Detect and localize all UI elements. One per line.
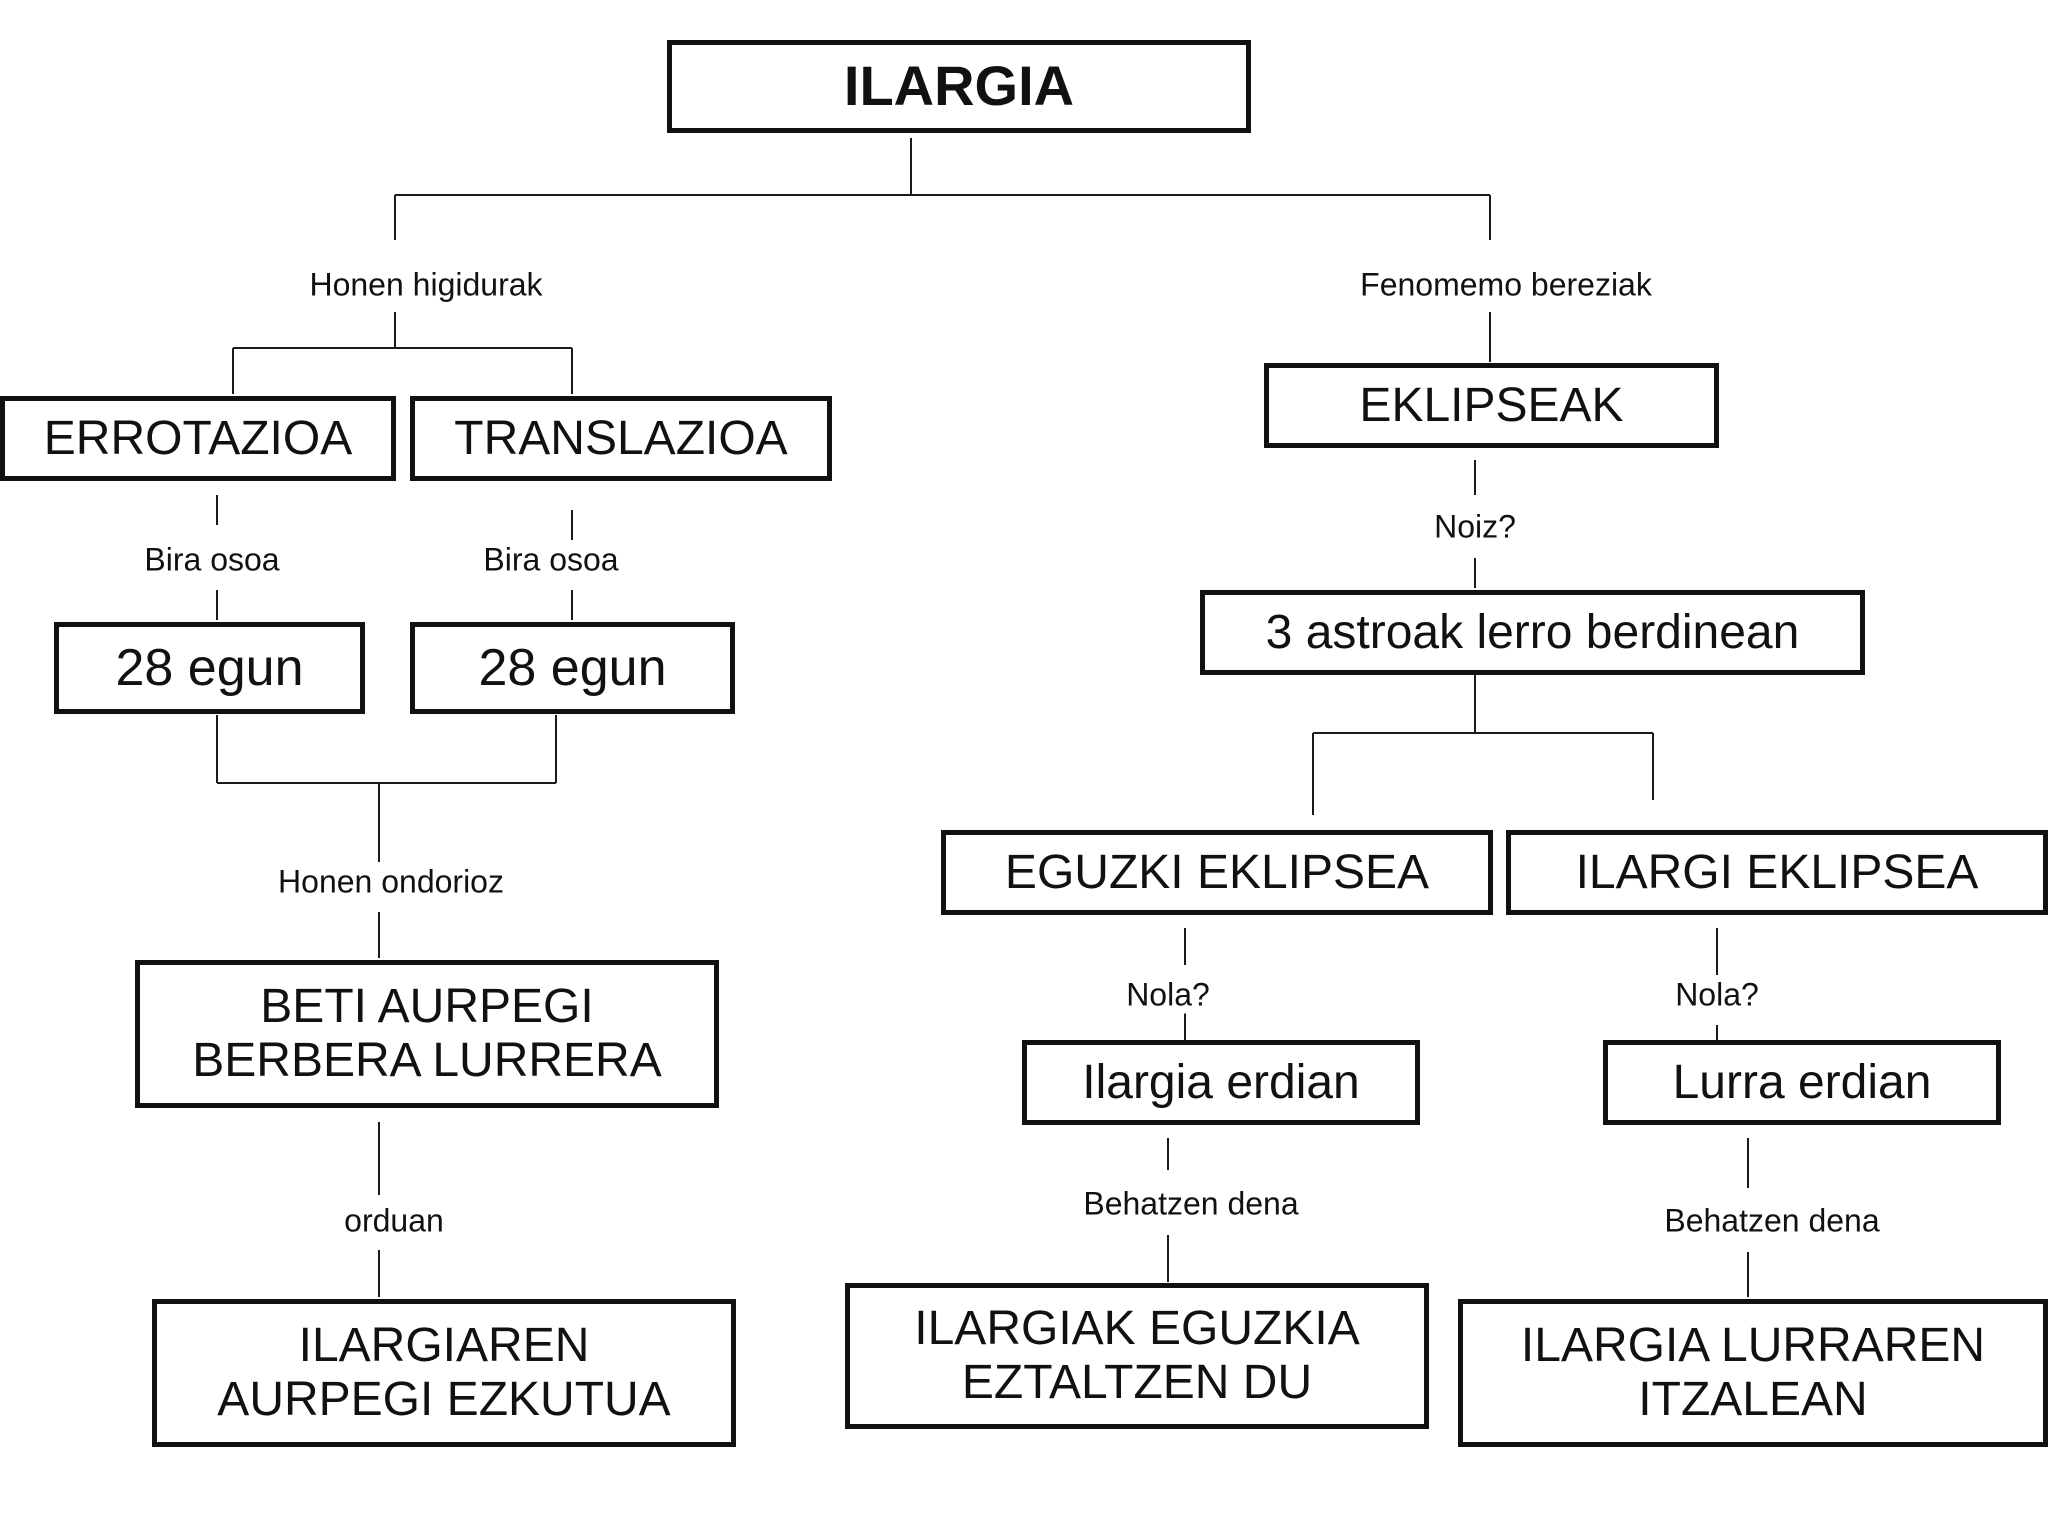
lurraren-itzalean-line2: ITZALEAN [1638,1373,1868,1426]
root-node: ILARGIA [667,40,1251,133]
ilargi-eklipsea-node: ILARGI EKLIPSEA [1506,830,2048,915]
egun-left-node-text: 28 egun [115,638,304,697]
translazioa-node-text: TRANSLAZIOA [454,411,788,465]
egun-right-node: 28 egun [410,622,735,714]
errotazioa-node: ERROTAZIOA [0,396,396,481]
ilargi-eklipsea-node-text: ILARGI EKLIPSEA [1575,845,1979,899]
aurpegi-ezkutua-node: ILARGIAREN AURPEGI EZKUTUA [152,1299,736,1447]
label-behatzen-right: Behatzen dena [1660,1202,1884,1240]
eguzkia-estaltzen-line2: EZTALTZEN DU [961,1356,1313,1409]
beti-aurpegi-line1: BETI AURPEGI [260,980,594,1034]
lurraren-itzalean-line1: ILARGIA LURRAREN [1520,1319,1986,1373]
label-honen-higidurak: Honen higidurak [305,266,547,304]
lurra-erdian-node-text: Lurra erdian [1672,1055,1932,1109]
errotazioa-node-text: ERROTAZIOA [43,411,353,465]
ilargia-erdian-node: Ilargia erdian [1022,1040,1420,1125]
label-noiz: Noiz? [1430,508,1520,546]
eguzki-eklipsea-node: EGUZKI EKLIPSEA [941,830,1493,915]
aurpegi-ezkutua-line2: AURPEGI EZKUTUA [217,1373,671,1426]
lurraren-itzalean-node: ILARGIA LURRAREN ITZALEAN [1458,1299,2048,1447]
eguzkia-estaltzen-line1: ILARGIAK EGUZKIA [914,1302,1360,1356]
label-orduan: orduan [340,1202,448,1240]
eklipseak-node: EKLIPSEAK [1264,363,1719,448]
label-honen-ondorioz: Honen ondorioz [274,863,508,901]
egun-right-node-text: 28 egun [478,638,667,697]
label-nola-right: Nola? [1671,976,1763,1014]
label-bira-osoa-left: Bira osoa [140,541,284,579]
lurra-erdian-node: Lurra erdian [1603,1040,2001,1125]
label-fenomeno-bereziak: Fenomemo bereziak [1356,266,1656,304]
beti-aurpegi-line2: BERBERA LURRERA [192,1034,662,1087]
label-nola-left: Nola? [1122,976,1214,1014]
ilargia-erdian-node-text: Ilargia erdian [1082,1055,1360,1109]
egun-left-node: 28 egun [54,622,365,714]
astroak-node: 3 astroak lerro berdinean [1200,590,1865,675]
eguzkia-estaltzen-node: ILARGIAK EGUZKIA EZTALTZEN DU [845,1283,1429,1429]
eguzki-eklipsea-node-text: EGUZKI EKLIPSEA [1004,845,1430,899]
root-node-text: ILARGIA [843,54,1075,118]
translazioa-node: TRANSLAZIOA [410,396,832,481]
label-behatzen-left: Behatzen dena [1079,1185,1303,1223]
eklipseak-node-text: EKLIPSEAK [1359,378,1624,432]
beti-aurpegi-node: BETI AURPEGI BERBERA LURRERA [135,960,719,1108]
astroak-node-text: 3 astroak lerro berdinean [1265,605,1800,659]
label-bira-osoa-right: Bira osoa [479,541,623,579]
aurpegi-ezkutua-line1: ILARGIAREN [298,1319,590,1373]
